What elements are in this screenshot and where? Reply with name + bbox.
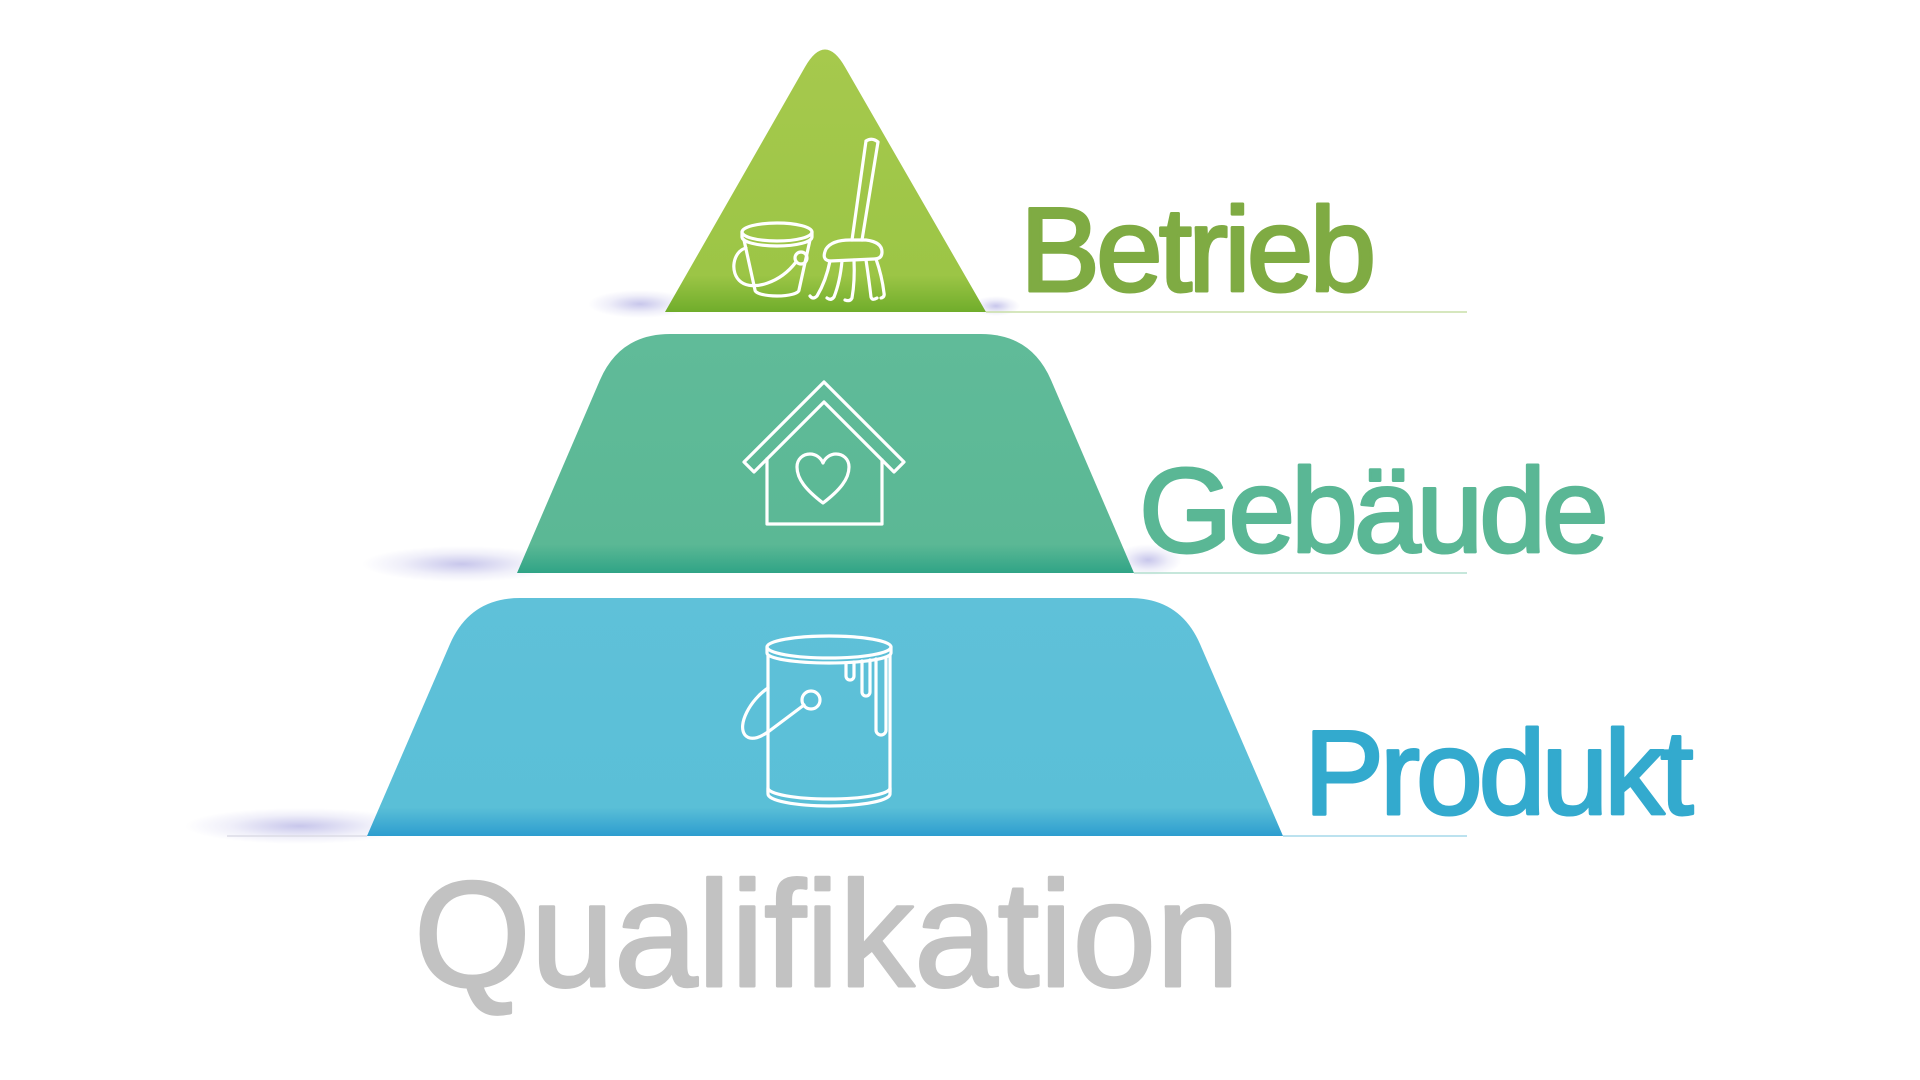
- tier-produkt: Produkt: [227, 598, 1699, 842]
- house-with-heart-icon: [742, 380, 906, 526]
- bucket-handle-pivot: [793, 250, 809, 266]
- tier-gebaeude-label: Gebäude: [1139, 444, 1605, 578]
- tier-produkt-shape: [367, 598, 1283, 836]
- bucket-and-mop-icon: [732, 137, 886, 303]
- mop-stick: [850, 137, 880, 242]
- tier-gebaeude: Gebäude: [517, 334, 1610, 580]
- paint-can-icon: [741, 634, 893, 808]
- tier-betrieb-label: Betrieb: [1020, 183, 1372, 317]
- house-roof: [742, 380, 906, 474]
- bucket-handle: [732, 246, 798, 288]
- bucket-icon: [732, 221, 814, 298]
- tier-gebaeude-shadow-left: [362, 546, 562, 582]
- tier-gebaeude-shape: [517, 334, 1134, 573]
- paint-can-sides: [766, 653, 892, 794]
- tier-produkt-shadow-left: [185, 808, 415, 844]
- heart-icon: [795, 452, 851, 505]
- mop-fringe: [808, 257, 886, 303]
- paint-drips: [844, 655, 888, 737]
- mop-head: [822, 238, 884, 263]
- paint-can-handle: [741, 686, 806, 740]
- foundation-label: Qualifikation: [414, 850, 1239, 1018]
- bucket-body: [742, 238, 812, 298]
- paint-can-base: [766, 786, 892, 808]
- tier-betrieb: Betrieb: [665, 49, 1467, 319]
- mop-icon: [808, 137, 886, 303]
- house-walls: [765, 457, 884, 526]
- tier-produkt-label: Produkt: [1304, 706, 1693, 840]
- paint-can-handle-pivot: [800, 689, 822, 711]
